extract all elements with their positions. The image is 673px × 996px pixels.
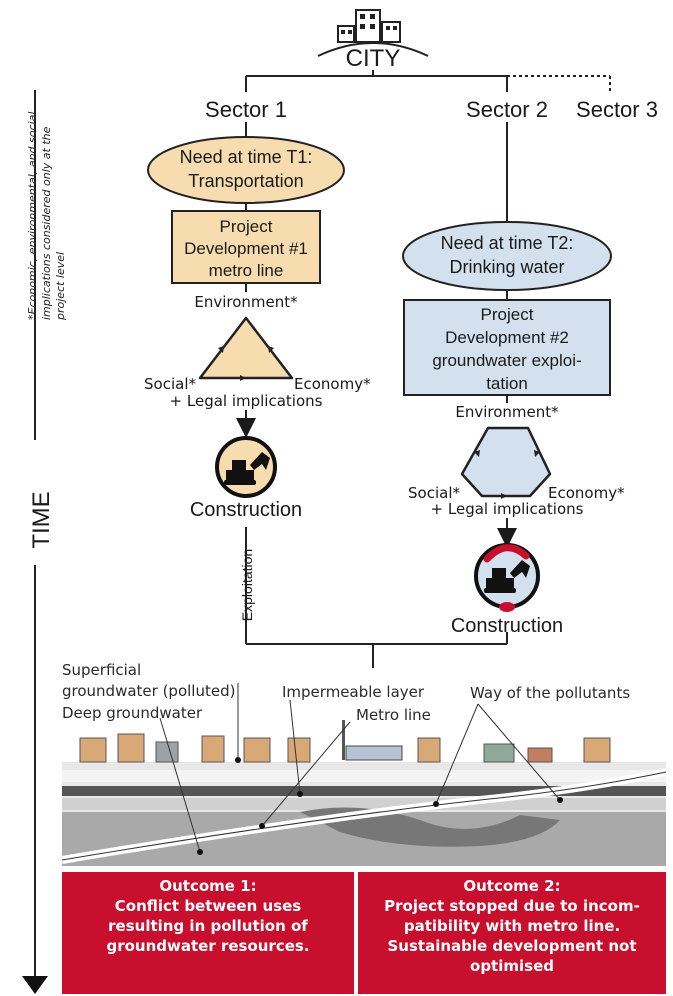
right-environment-label: Environment* [455,403,559,421]
outcome-1-line1: Outcome 1: [159,877,257,895]
right-legal-label: + Legal implications [431,500,584,518]
superficial-label-line2: groundwater (polluted) [62,682,235,700]
left-economy-label: Economy* [294,375,371,393]
city-icon [317,9,429,57]
time-arrow-head [22,976,48,994]
ground-cross-section [61,720,667,866]
outcome-2-box: Outcome 2: Project stopped due to incom-… [358,872,666,994]
need-t2-line2: Drinking water [449,257,564,277]
ground-leader-dots [197,757,563,855]
impermeable-layer-label: Impermeable layer [282,683,425,701]
right-economy-label: Economy* [548,484,625,502]
project-1-box [171,210,321,284]
left-social-label: Social* [144,375,196,393]
metro-line-label: Metro line [356,706,431,724]
project-1-line1: Project [220,217,273,236]
need-t2-line1: Need at time T2: [441,233,574,253]
right-triangle [460,426,552,498]
outcome-2-line5: optimised [470,957,554,975]
superficial-label-line1: Superficial [62,661,141,679]
right-construction-label: Construction [451,615,563,637]
left-legal-label: + Legal implications [170,392,323,410]
need-t1-line1: Need at time T1: [180,147,313,167]
outcome-2-line2: Project stopped due to incom- [384,897,640,915]
left-triangle [198,316,294,380]
project-1-line2: Development #1 [184,239,308,258]
outcome-2-line3: patibility with metro line. [403,917,621,935]
need-t1-line2: Transportation [188,171,303,191]
project-2-line1: Project [481,305,534,324]
outcome-2-line1: Outcome 2: [463,877,561,895]
deep-groundwater-label: Deep groundwater [62,704,203,722]
ground-leader-lines [159,683,561,853]
outcome-1-line2: Conflict between uses [114,897,302,915]
time-label: TIME [28,491,55,549]
project-2-line4: tation [486,374,528,393]
city-label: CITY [346,45,401,72]
project-2-line2: Development #2 [445,328,569,347]
need-t2-ellipse [402,221,612,291]
need-t1-ellipse [147,136,345,204]
sector-1-label: Sector 1 [205,97,287,122]
stopped-excavator-icon [483,544,530,612]
project-2-box [403,299,611,396]
right-social-label: Social* [408,484,460,502]
pollutants-label: Way of the pollutants [470,684,630,702]
project-1-line3: metro line [209,261,284,280]
outcome-2-line4: Sustainable development not [387,937,637,955]
project-2-line3: groundwater exploi- [432,351,581,370]
left-environment-label: Environment* [194,293,298,311]
sector-3-label: Sector 3 [576,97,658,122]
exploitation-label: Exploitation [239,549,255,621]
left-construction-label: Construction [190,499,302,521]
excavator-icon [224,452,270,485]
outcome-1-line3: resulting in pollution of [108,917,308,935]
outcome-1-line4: groundwater resources. [106,937,310,955]
hierarchy-lines [245,70,611,668]
project-level-note: *Economic, environmental, and social imp… [26,111,67,320]
outcome-1-box: Outcome 1: Conflict between uses resulti… [62,872,354,994]
sector-2-label: Sector 2 [466,97,548,122]
